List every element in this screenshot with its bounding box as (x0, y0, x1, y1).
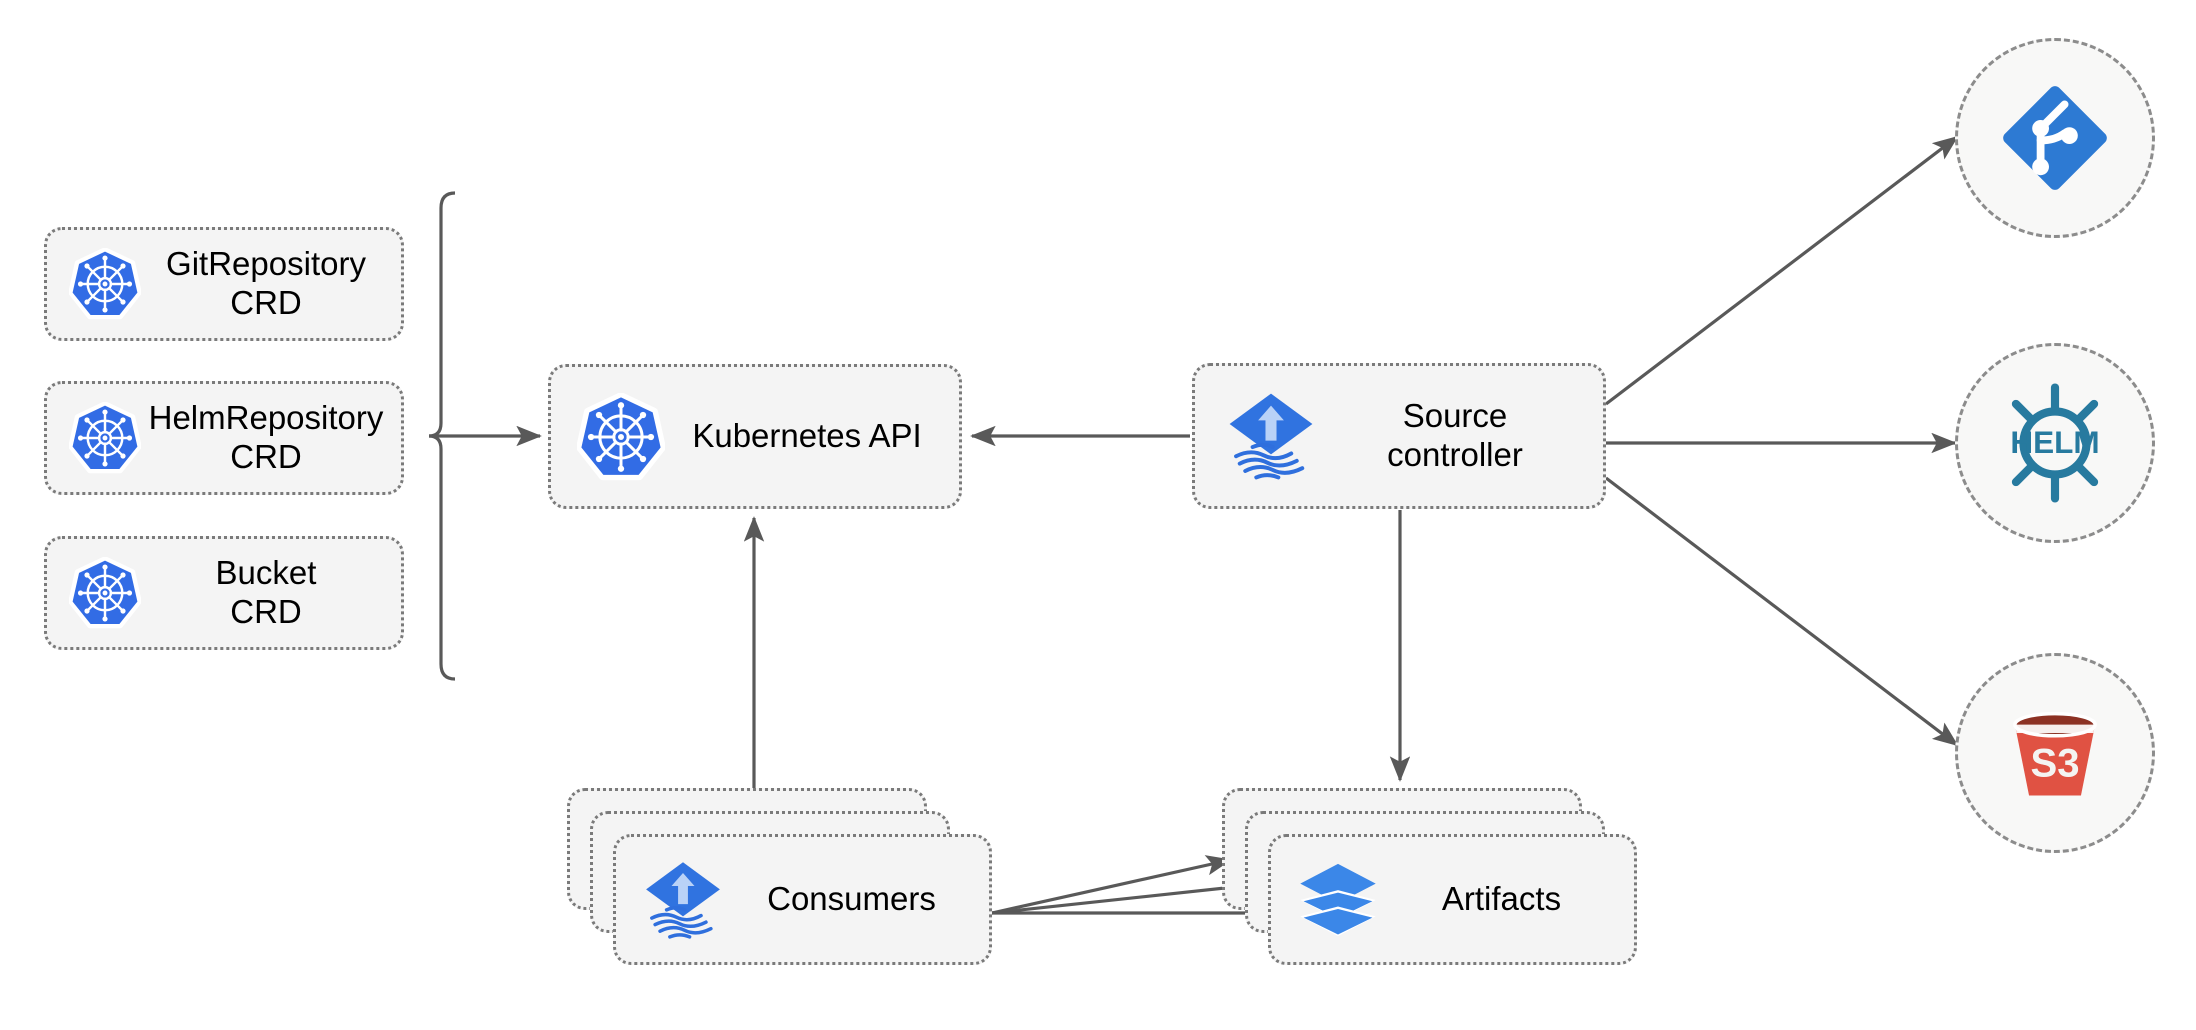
node-gitrepository-crd[interactable]: GitRepository CRD (44, 227, 404, 341)
layers-icon (1297, 859, 1379, 941)
node-artifacts[interactable]: Artifacts (1268, 834, 1637, 965)
kubernetes-icon (69, 557, 141, 629)
kubernetes-icon (577, 393, 665, 481)
node-label: Artifacts (1441, 880, 1562, 918)
helm-wordmark: HELM (2010, 424, 2099, 460)
node-consumers[interactable]: Consumers (613, 834, 992, 965)
s3-wordmark: S3 (2030, 741, 2079, 786)
kubernetes-icon (69, 248, 141, 320)
crd-group-brace (428, 191, 456, 681)
arrow-source-controller-to-git (1605, 135, 1959, 406)
node-git-repository-target[interactable] (1955, 38, 2155, 238)
node-label: HelmRepository CRD (148, 399, 384, 475)
git-icon (1995, 78, 2115, 198)
helm-icon: HELM (2010, 380, 2100, 506)
node-label: Bucket CRD (215, 554, 317, 630)
node-source-controller[interactable]: Source controller (1192, 363, 1606, 509)
node-label: GitRepository CRD (166, 245, 366, 321)
arrow-consumers-to-artifacts-1 (991, 855, 1232, 915)
kubernetes-icon (69, 402, 141, 474)
node-helmrepository-crd[interactable]: HelmRepository CRD (44, 381, 404, 495)
arrow-consumers-to-artifacts-2 (991, 877, 1255, 915)
flux-icon (1225, 390, 1317, 482)
node-s3-bucket-target[interactable]: S3 (1955, 653, 2155, 853)
node-bucket-crd[interactable]: Bucket CRD (44, 536, 404, 650)
s3-bucket-icon: S3 (1996, 694, 2114, 812)
node-helm-repository-target[interactable]: HELM (1955, 343, 2155, 543)
node-label: Kubernetes API (692, 417, 922, 455)
node-kubernetes-api[interactable]: Kubernetes API (548, 364, 962, 509)
node-label: Consumers (767, 880, 936, 918)
flux-icon (642, 859, 724, 941)
node-label: Source controller (1387, 397, 1523, 473)
arrow-source-controller-to-s3 (1605, 476, 1959, 747)
